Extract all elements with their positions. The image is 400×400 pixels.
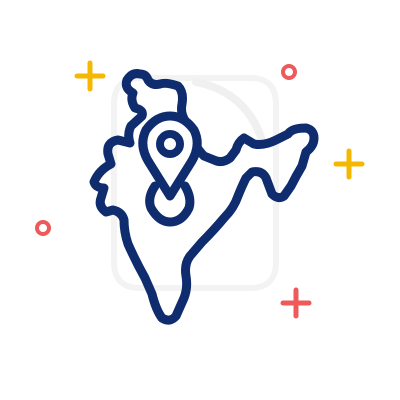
location-pin-icon (138, 111, 202, 201)
plus-sparkle-right (333, 148, 365, 180)
india-map-outline (89, 69, 319, 325)
ring-sparkle-left (35, 220, 51, 236)
backdrop-arc (192, 78, 266, 144)
backdrop-card (111, 75, 279, 291)
plus-sparkle-top-left (74, 60, 106, 92)
pin-center-ring (156, 130, 184, 158)
pin-base-ring (145, 181, 195, 227)
ring-sparkle-top-right (281, 64, 297, 80)
plus-sparkle-bottom-right (280, 287, 312, 319)
